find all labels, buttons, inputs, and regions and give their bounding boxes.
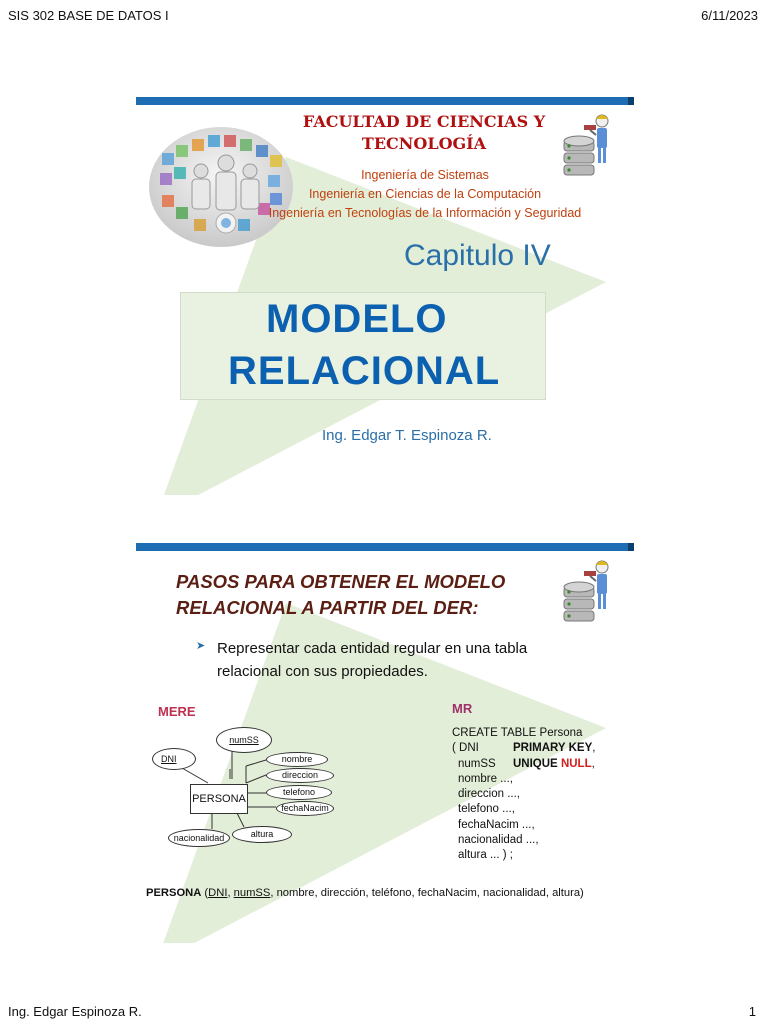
heading-line-1: PASOS PARA OBTENER EL MODELO <box>176 571 506 592</box>
attr-altura: altura <box>232 826 292 843</box>
sql-line: altura ... ) ; <box>458 849 513 862</box>
bullet-line-1: Representar cada entidad regular en una … <box>217 640 528 657</box>
database-server-icon <box>563 114 609 176</box>
database-server-icon <box>563 560 609 622</box>
program-item: Ingeniería en Ciencias de la Computación <box>308 187 542 201</box>
attr-telefono: telefono <box>266 785 332 800</box>
page-number: 1 <box>748 1004 756 1019</box>
background-triangle <box>163 603 606 943</box>
bullet-line-2: relacional con sus propiedades. <box>217 663 428 680</box>
sql-line: direccion ..., <box>458 788 520 801</box>
sql-primary-key: PRIMARY KEY, <box>513 742 596 755</box>
sql-line: nacionalidad ..., <box>458 834 539 847</box>
main-title: MODELO RELACIONAL <box>228 293 500 397</box>
sql-line: ( DNI PRIMARY KEY, <box>452 741 595 756</box>
faculty-line-1: FACULTAD DE CIENCIAS Y <box>302 112 546 131</box>
program-item: Ingeniería en Tecnologías de la Informac… <box>268 206 582 220</box>
sql-unique-null: UNIQUE NULL, <box>513 757 595 770</box>
entity-persona: PERSONA <box>190 784 248 814</box>
main-title-line-2: RELACIONAL <box>228 349 501 393</box>
slide-2: PASOS PARA OBTENER EL MODELO RELACIONAL … <box>136 543 634 943</box>
er-diagram: numSS DNI PERSONA nombre direccion telef… <box>146 721 346 851</box>
er-connectors <box>181 751 276 829</box>
sql-line: fechaNacim ..., <box>458 818 535 831</box>
sql-dni: ( DNI <box>452 742 479 755</box>
attr-nombre: nombre <box>266 752 328 767</box>
slide-top-bar <box>136 543 634 551</box>
mr-label: MR <box>452 701 473 716</box>
schema-key-dni: DNI <box>208 887 228 899</box>
schema-relation: PERSONA <box>146 887 202 899</box>
schema-attributes: , nombre, dirección, teléfono, fechaNaci… <box>270 887 584 899</box>
slide-1: FACULTAD DE CIENCIAS Y TECNOLOGÍA Ingeni… <box>136 97 634 495</box>
relational-schema: PERSONA (DNI, numSS, nombre, dirección, … <box>146 887 584 899</box>
attr-nacionalidad: nacionalidad <box>168 829 230 847</box>
title-box <box>180 292 546 400</box>
faculty-line-2: TECNOLOGÍA <box>361 134 487 153</box>
chapter-title: Capitulo IV <box>404 239 551 272</box>
sql-line: CREATE TABLE Persona <box>452 727 583 739</box>
attr-direccion: direccion <box>266 768 334 783</box>
schema-key-numss: numSS <box>233 887 271 899</box>
programs-list: Ingeniería de Sistemas Ingeniería en Cie… <box>244 166 606 223</box>
heading-line-2: RELACIONAL A PARTIR DEL DER: <box>176 597 479 618</box>
sql-line: telefono ..., <box>458 803 515 816</box>
attr-dni: DNI <box>152 748 196 770</box>
sql-numss: numSS <box>458 757 496 770</box>
attr-fechanacim: fechaNacim <box>276 801 334 816</box>
app-globe-icon <box>149 127 293 247</box>
sql-line: nombre ..., <box>458 772 513 785</box>
faculty-title: FACULTAD DE CIENCIAS Y TECNOLOGÍA <box>284 111 564 155</box>
bullet-text: Representar cada entidad regular en una … <box>217 637 527 683</box>
slide-heading: PASOS PARA OBTENER EL MODELO RELACIONAL … <box>176 569 505 621</box>
header-date: 6/11/2023 <box>701 8 758 23</box>
mere-label: MERE <box>158 704 196 719</box>
author-name: Ing. Edgar T. Espinoza R. <box>322 427 492 444</box>
program-item: Ingeniería de Sistemas <box>361 168 489 182</box>
slide-top-bar <box>136 97 634 105</box>
bullet-arrow-icon: ➤ <box>196 640 206 652</box>
footer-author: Ing. Edgar Espinoza R. <box>8 1004 142 1019</box>
sql-line: numSS UNIQUE NULL, <box>452 757 595 772</box>
header-course-title: SIS 302 BASE DE DATOS I <box>8 8 169 23</box>
main-title-line-1: MODELO <box>266 297 448 341</box>
sql-create-table: CREATE TABLE Persona ( DNI PRIMARY KEY, … <box>452 726 595 864</box>
attr-numss: numSS <box>216 727 272 753</box>
